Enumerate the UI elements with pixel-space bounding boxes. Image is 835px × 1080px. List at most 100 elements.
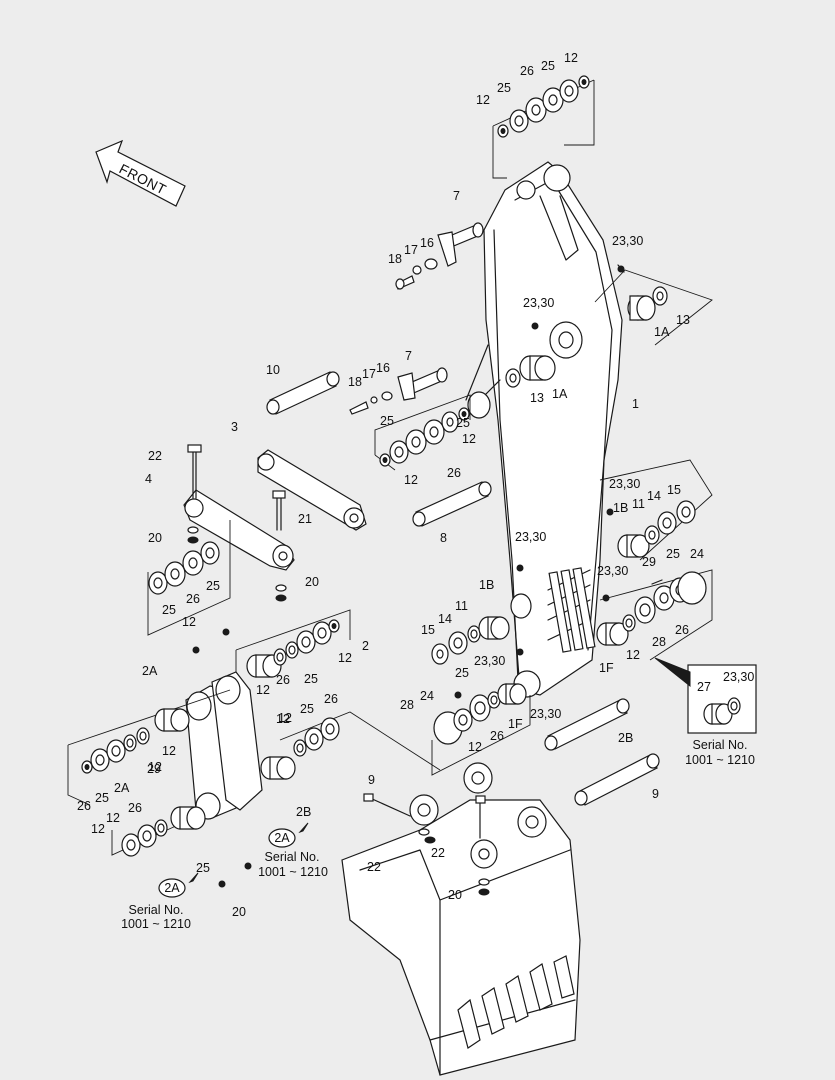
callout-label: 26 [675,623,689,637]
link-3 [257,449,367,531]
callout-label: 20 [448,888,462,902]
callout-label: 12 [564,51,578,65]
callout-label: 25 [497,81,511,95]
callout-label: 22 [367,860,381,874]
callout-label: 23,30 [612,234,643,248]
callout-label: 16 [376,361,390,375]
callout-label: 3 [231,420,238,434]
serial-note-line2: 1001 ~ 1210 [685,753,755,767]
callout-label: 13 [530,391,544,405]
callout-label: 12 [91,822,105,836]
callout-label: 7 [453,189,460,203]
serial-note-line1: Serial No. [265,850,320,864]
left-bottom-stack [111,806,206,857]
callout-label: 23,30 [530,707,561,721]
serial-arrow-icon [188,872,199,884]
callout-label: 12 [462,432,476,446]
callout-label: 17 [362,367,376,381]
callout-label: 4 [145,472,152,486]
left-lower-stack [67,689,231,806]
callout-label: 18 [388,252,402,266]
callout-label: 12 [106,811,120,825]
callout-label: 25 [300,702,314,716]
upper-washer-stack [492,75,595,179]
callout-label: 22 [148,449,162,463]
callout-label: 1F [599,661,614,675]
pin-10 [266,371,340,415]
callout-label: 20 [232,905,246,919]
callout-label: 17 [404,243,418,257]
callout-label: 12 [626,648,640,662]
right-bushing-1b-upper [599,459,713,561]
right-bushing-1f [596,569,713,661]
callout-label: 28 [652,635,666,649]
callout-label: 16 [420,236,434,250]
front-arrow-icon: FRONT [95,139,186,207]
callout-label: 23,30 [515,530,546,544]
callout-label: 18 [348,375,362,389]
link-2a-washers [235,609,351,691]
callout-label: 12 [338,651,352,665]
callout-label: 15 [667,483,681,497]
callout-label: 12 [278,711,292,725]
callout-label: 12 [276,712,290,726]
callout-label: 24 [420,689,434,703]
callout-label: 12 [468,740,482,754]
callout-label: 2 [362,639,369,653]
callout-label: 15 [421,623,435,637]
callout-label: 13 [676,313,690,327]
left-washer-stack-upper [147,520,231,636]
callout-label: 25 [455,666,469,680]
callout-label: 26 [128,801,142,815]
callout-label: 12 [476,93,490,107]
callout-label: 25 [304,672,318,686]
callout-label: 29 [642,555,656,569]
callout-label: 9 [652,787,659,801]
callout-label: 11 [455,599,468,613]
callout-label: 20 [305,575,319,589]
bucket [341,762,581,1076]
callout-label: 23,30 [597,564,628,578]
callout-label: 1B [479,578,494,592]
callout-label: 26 [490,729,504,743]
serial-badge-label: 2A [164,881,180,895]
callout-label: 11 [632,497,645,511]
callout-label: 25 [196,861,210,875]
arm-body [465,161,623,698]
bushing-1a-upper [594,264,713,346]
callout-label: 21 [298,512,312,526]
callout-label: 14 [438,612,452,626]
callout-label: 22 [431,846,445,860]
bolts-22-21 [187,444,287,602]
pin-9-lower [574,753,660,806]
callout-label: 12 [148,760,162,774]
callout-label: 27 [697,680,711,694]
pin-9-upper [544,698,630,751]
callout-label: 25 [666,547,680,561]
callout-label: 14 [647,489,661,503]
serial-inset-box [654,657,757,734]
serial-note-line1: Serial No. [693,738,748,752]
callout-label: 23,30 [474,654,505,668]
serial-note-line1: Serial No. [129,903,184,917]
callout-label: 2B [618,731,633,745]
callout-label: 24 [690,547,704,561]
callout-label: 1A [552,387,568,401]
pin-7-upper [395,222,484,290]
callout-label: 1A [654,325,670,339]
serial-arrow-icon [298,822,309,834]
callout-label: 25 [456,416,470,430]
callout-label: 23,30 [609,477,640,491]
bushing-1a-lower [505,322,556,388]
callout-label: 25 [380,414,394,428]
callout-label: 7 [405,349,412,363]
callout-label: 25 [162,603,176,617]
callout-label: 26 [276,673,290,687]
callout-label: 12 [162,744,176,758]
callout-label: 2A [114,781,130,795]
middle-washer-stack [374,394,471,471]
callout-label: 29 [147,762,161,776]
